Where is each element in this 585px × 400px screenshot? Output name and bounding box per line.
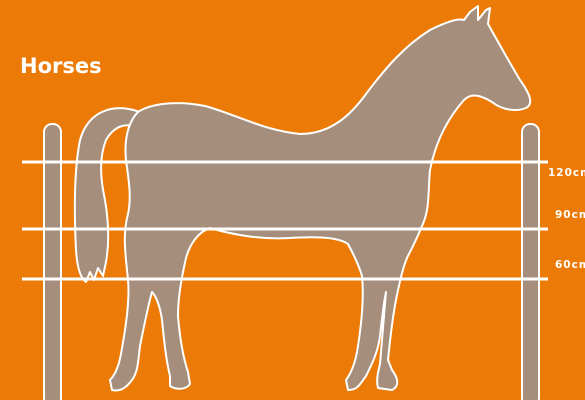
height-label-2: 90cm	[555, 209, 585, 221]
fence-wire-2	[22, 228, 548, 231]
fence-wire-1	[22, 161, 548, 164]
height-label-3: 60cm	[555, 259, 585, 271]
right-fence-post	[522, 124, 539, 400]
left-fence-post	[44, 124, 61, 400]
height-labels: 120cm 90cm 60cm	[548, 167, 585, 271]
horse-body	[110, 6, 530, 391]
fence-wire-3	[22, 278, 548, 281]
horse-silhouette	[75, 6, 530, 391]
height-label-1: 120cm	[548, 167, 585, 179]
